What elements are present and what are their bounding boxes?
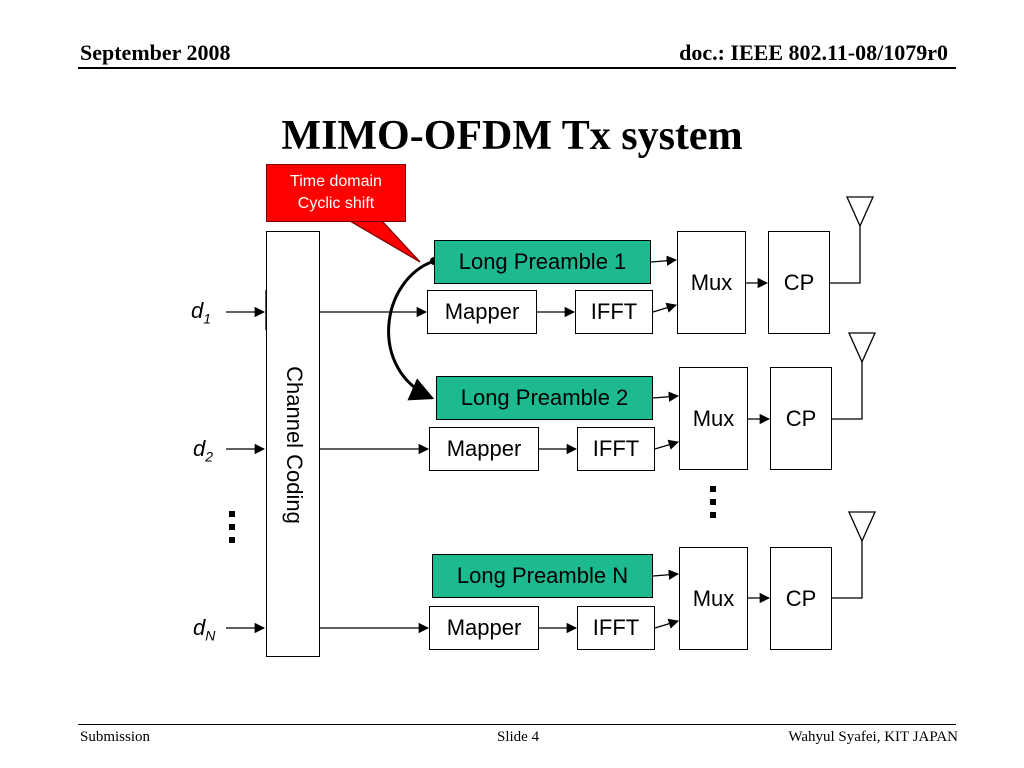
- arrow-preamble-mux-N: [652, 569, 680, 580]
- chain-ellipsis: [709, 486, 717, 518]
- footer-rule: [78, 724, 956, 725]
- callout-pointer: [347, 220, 421, 263]
- input-ellipsis: [228, 511, 236, 543]
- mux-1: Mux: [677, 231, 746, 334]
- antenna-feed-2: [832, 361, 863, 420]
- header-doc-id: doc.: IEEE 802.11-08/1079r0: [679, 40, 948, 65]
- footer-slide-number: Slide 4: [497, 729, 540, 745]
- ifft-2: IFFT: [577, 427, 655, 471]
- long-preamble-N: Long Preamble N: [432, 554, 653, 598]
- header-rule: [78, 67, 956, 69]
- antenna-icon-N: [847, 511, 877, 543]
- arrow-ifft-mux-2: [654, 439, 679, 450]
- callout-time-domain-cyclic-shift: Time domain Cyclic shift: [266, 164, 406, 222]
- input-label-d1: d1: [191, 298, 211, 326]
- input-label-d2: d2: [193, 436, 213, 464]
- cp-1: CP: [768, 231, 830, 334]
- channel-coding-label: Channel Coding: [282, 366, 307, 524]
- mux-N: Mux: [679, 547, 748, 650]
- ifft-1: IFFT: [575, 290, 653, 334]
- arrow-ifft-mux-1: [652, 302, 677, 313]
- antenna-icon-2: [847, 332, 877, 364]
- input-d2-sub: 2: [205, 448, 214, 465]
- input-dN-sub: N: [205, 627, 216, 644]
- channel-coding-block: Channel Coding: [266, 231, 320, 657]
- mapper-N: Mapper: [429, 606, 539, 650]
- mapper-2: Mapper: [429, 427, 539, 471]
- cyclic-shift-arrow: [387, 259, 435, 401]
- antenna-feed-N: [832, 541, 863, 599]
- ifft-N: IFFT: [577, 606, 655, 650]
- input-d1-sub: 1: [203, 310, 212, 327]
- mux-2: Mux: [679, 367, 748, 470]
- cp-N: CP: [770, 547, 832, 650]
- antenna-icon-1: [845, 196, 875, 228]
- input-d1-base: d: [191, 298, 204, 323]
- input-d2-base: d: [193, 436, 206, 461]
- arrow-preamble-mux-1: [650, 255, 678, 266]
- cp-2: CP: [770, 367, 832, 470]
- header-date: September 2008: [80, 40, 231, 65]
- input-dN-base: d: [193, 615, 206, 640]
- input-label-dN: dN: [193, 615, 215, 643]
- callout-line-2: Cyclic shift: [297, 195, 375, 212]
- footer-author: Wahyul Syafei, KIT JAPAN: [788, 729, 958, 745]
- antenna-feed-1: [830, 225, 861, 284]
- slide-title: MIMO-OFDM Tx system: [281, 113, 743, 159]
- callout-line-1: Time domain: [290, 173, 382, 190]
- mapper-1: Mapper: [427, 290, 537, 334]
- long-preamble-2: Long Preamble 2: [436, 376, 653, 420]
- arrow-ifft-mux-N: [654, 618, 679, 629]
- long-preamble-1: Long Preamble 1: [434, 240, 651, 284]
- arrow-preamble-mux-2: [652, 391, 680, 402]
- footer-submission: Submission: [80, 729, 151, 745]
